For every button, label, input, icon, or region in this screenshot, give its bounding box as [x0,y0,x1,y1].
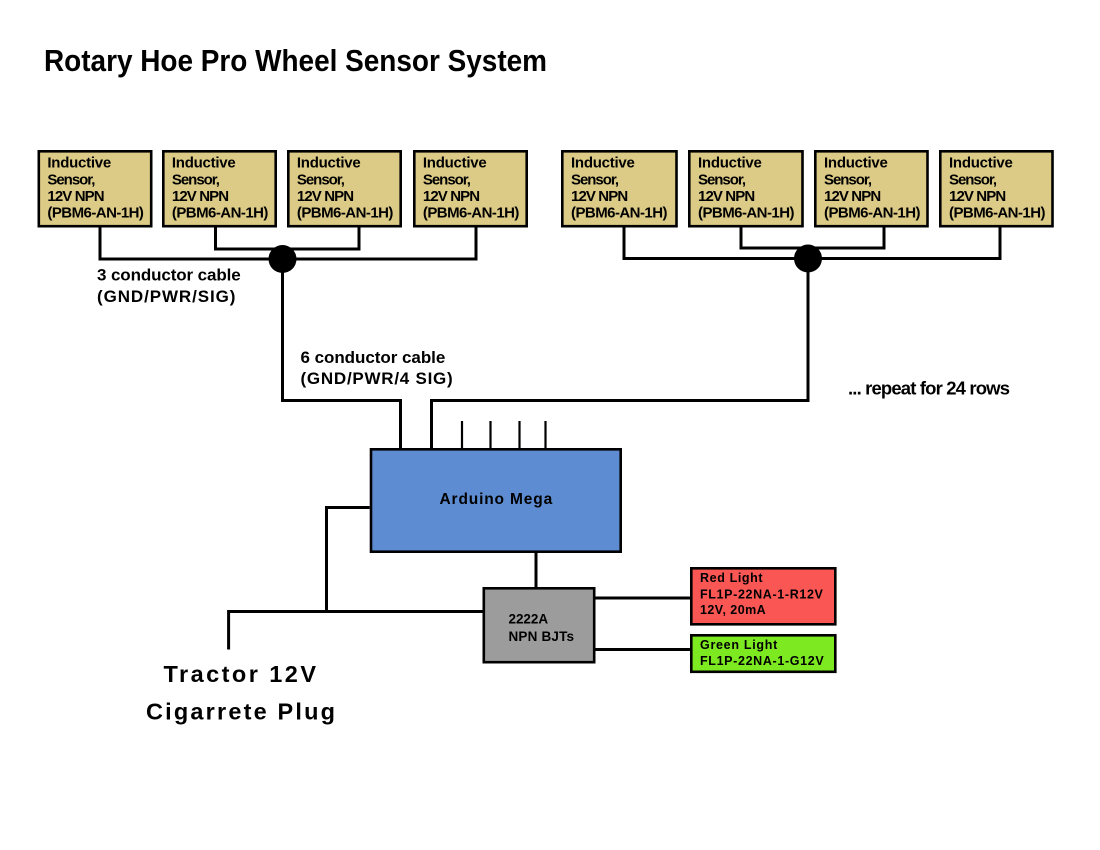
svg-text:Sensor,: Sensor, [949,171,997,188]
svg-text:(PBM6-AN-1H): (PBM6-AN-1H) [47,205,143,222]
svg-text:(GND/PWR/SIG): (GND/PWR/SIG) [97,287,235,306]
svg-text:(PBM6-AN-1H): (PBM6-AN-1H) [698,205,795,222]
svg-text:12V NPN: 12V NPN [824,188,881,205]
svg-text:Arduino Mega: Arduino Mega [440,491,553,508]
svg-text:Rotary Hoe Pro Wheel Sensor Sy: Rotary Hoe Pro Wheel Sensor System [44,44,547,78]
svg-text:NPN BJTs: NPN BJTs [509,629,575,644]
svg-text:12V NPN: 12V NPN [423,188,480,205]
svg-text:Inductive: Inductive [949,155,1013,172]
svg-text:FL1P-22NA-1-R12V: FL1P-22NA-1-R12V [700,587,824,601]
svg-text:12V NPN: 12V NPN [698,188,755,205]
svg-text:12V NPN: 12V NPN [571,188,628,205]
svg-text:(PBM6-AN-1H): (PBM6-AN-1H) [423,205,520,222]
svg-text:(PBM6-AN-1H): (PBM6-AN-1H) [297,205,394,222]
svg-text:Sensor,: Sensor, [824,171,872,188]
svg-text:Sensor,: Sensor, [47,171,95,188]
svg-text:Sensor,: Sensor, [698,171,746,188]
svg-text:3 conductor cable: 3 conductor cable [97,266,241,285]
svg-text:Sensor,: Sensor, [172,171,220,188]
svg-text:Sensor,: Sensor, [423,171,471,188]
svg-text:6 conductor cable: 6 conductor cable [301,348,446,367]
svg-text:Inductive: Inductive [571,155,635,172]
svg-text:Red Light: Red Light [700,571,763,585]
svg-text:Sensor,: Sensor, [297,171,345,188]
svg-text:Inductive: Inductive [297,155,361,172]
svg-text:Green Light: Green Light [700,638,778,652]
svg-text:Sensor,: Sensor, [571,171,619,188]
svg-text:Inductive: Inductive [824,155,888,172]
svg-text:Cigarrete Plug: Cigarrete Plug [146,698,335,724]
svg-text:12V NPN: 12V NPN [297,188,354,205]
svg-text:(PBM6-AN-1H): (PBM6-AN-1H) [824,205,921,222]
svg-text:Tractor 12V: Tractor 12V [164,661,317,687]
svg-text:Inductive: Inductive [172,155,236,172]
svg-text:... repeat for 24 rows: ... repeat for 24 rows [848,378,1010,399]
svg-text:(GND/PWR/4 SIG): (GND/PWR/4 SIG) [301,369,453,388]
svg-text:(PBM6-AN-1H): (PBM6-AN-1H) [949,205,1046,222]
svg-text:12V NPN: 12V NPN [47,188,104,205]
svg-text:FL1P-22NA-1-G12V: FL1P-22NA-1-G12V [700,654,824,668]
svg-text:12V NPN: 12V NPN [949,188,1006,205]
svg-text:Inductive: Inductive [698,155,762,172]
svg-text:(PBM6-AN-1H): (PBM6-AN-1H) [571,205,668,222]
svg-text:2222A: 2222A [509,612,549,627]
svg-text:(PBM6-AN-1H): (PBM6-AN-1H) [172,205,269,222]
svg-text:Inductive: Inductive [423,155,487,172]
svg-text:12V NPN: 12V NPN [172,188,229,205]
svg-text:12V, 20mA: 12V, 20mA [700,603,766,617]
svg-text:Inductive: Inductive [47,155,111,172]
